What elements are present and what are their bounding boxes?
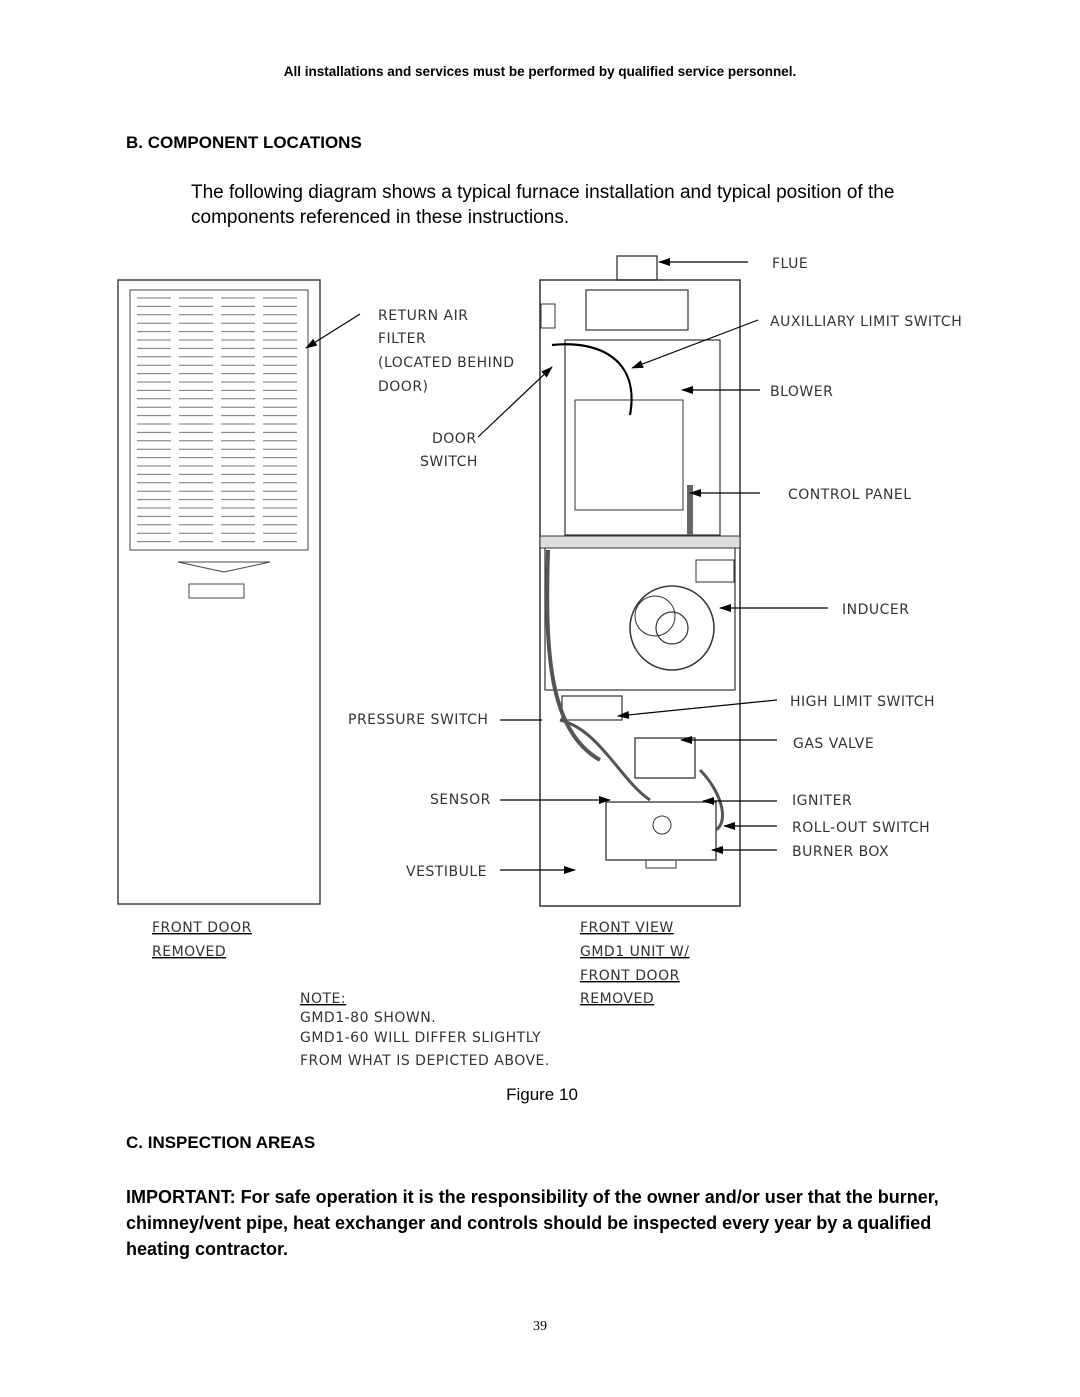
label-rollout: ROLL-OUT SWITCH xyxy=(792,820,930,836)
leader-lines xyxy=(305,258,828,874)
label-return-air-4: DOOR) xyxy=(378,379,429,395)
service-notice: All installations and services must be p… xyxy=(283,64,797,79)
label-gas-valve: GAS VALVE xyxy=(793,736,874,752)
caption-note-1: NOTE: xyxy=(300,991,346,1007)
label-door-switch-1: DOOR xyxy=(432,431,477,447)
label-inducer: INDUCER xyxy=(842,602,909,618)
label-blower: BLOWER xyxy=(770,384,833,400)
page-number: 39 xyxy=(533,1319,547,1334)
door-louvers xyxy=(137,297,297,543)
furnace-cabinet xyxy=(539,255,741,907)
section-c-title: C. INSPECTION AREAS xyxy=(126,1133,316,1152)
section-b-intro: The following diagram shows a typical fu… xyxy=(191,182,895,228)
front-door-panel xyxy=(117,279,321,905)
caption-front-view-2: GMD1 UNIT W/ xyxy=(580,944,689,960)
caption-front-view-4: REMOVED xyxy=(580,991,654,1007)
important-notice: IMPORTANT: For safe operation it is the … xyxy=(126,1187,939,1259)
caption-note-3: GMD1-60 WILL DIFFER SLIGHTLY xyxy=(300,1030,541,1046)
label-control-panel: CONTROL PANEL xyxy=(788,487,912,503)
label-aux-limit: AUXILLIARY LIMIT SWITCH xyxy=(770,314,962,330)
label-return-air-3: (LOCATED BEHIND xyxy=(378,355,515,371)
label-return-air-2: FILTER xyxy=(378,331,426,347)
caption-note-4: FROM WHAT IS DEPICTED ABOVE. xyxy=(300,1053,550,1069)
caption-front-door-2: REMOVED xyxy=(152,944,226,960)
label-flue: FLUE xyxy=(772,256,808,272)
label-burner-box: BURNER BOX xyxy=(792,844,889,860)
furnace-diagram: RETURN AIR FILTER (LOCATED BEHIND DOOR) … xyxy=(117,255,962,1069)
label-high-limit: HIGH LIMIT SWITCH xyxy=(790,694,935,710)
caption-note-2: GMD1-80 SHOWN. xyxy=(300,1010,436,1026)
caption-front-view-3: FRONT DOOR xyxy=(580,968,680,984)
figure-caption: Figure 10 xyxy=(506,1085,578,1104)
label-door-switch-2: SWITCH xyxy=(420,454,478,470)
section-b-title: B. COMPONENT LOCATIONS xyxy=(126,133,362,152)
label-return-air-1: RETURN AIR xyxy=(378,308,468,324)
label-sensor: SENSOR xyxy=(430,792,491,808)
label-vestibule: VESTIBULE xyxy=(406,864,487,880)
label-pressure-switch: PRESSURE SWITCH xyxy=(348,712,488,728)
label-igniter: IGNITER xyxy=(792,793,852,809)
caption-front-view-1: FRONT VIEW xyxy=(580,920,674,936)
caption-front-door-1: FRONT DOOR xyxy=(152,920,252,936)
